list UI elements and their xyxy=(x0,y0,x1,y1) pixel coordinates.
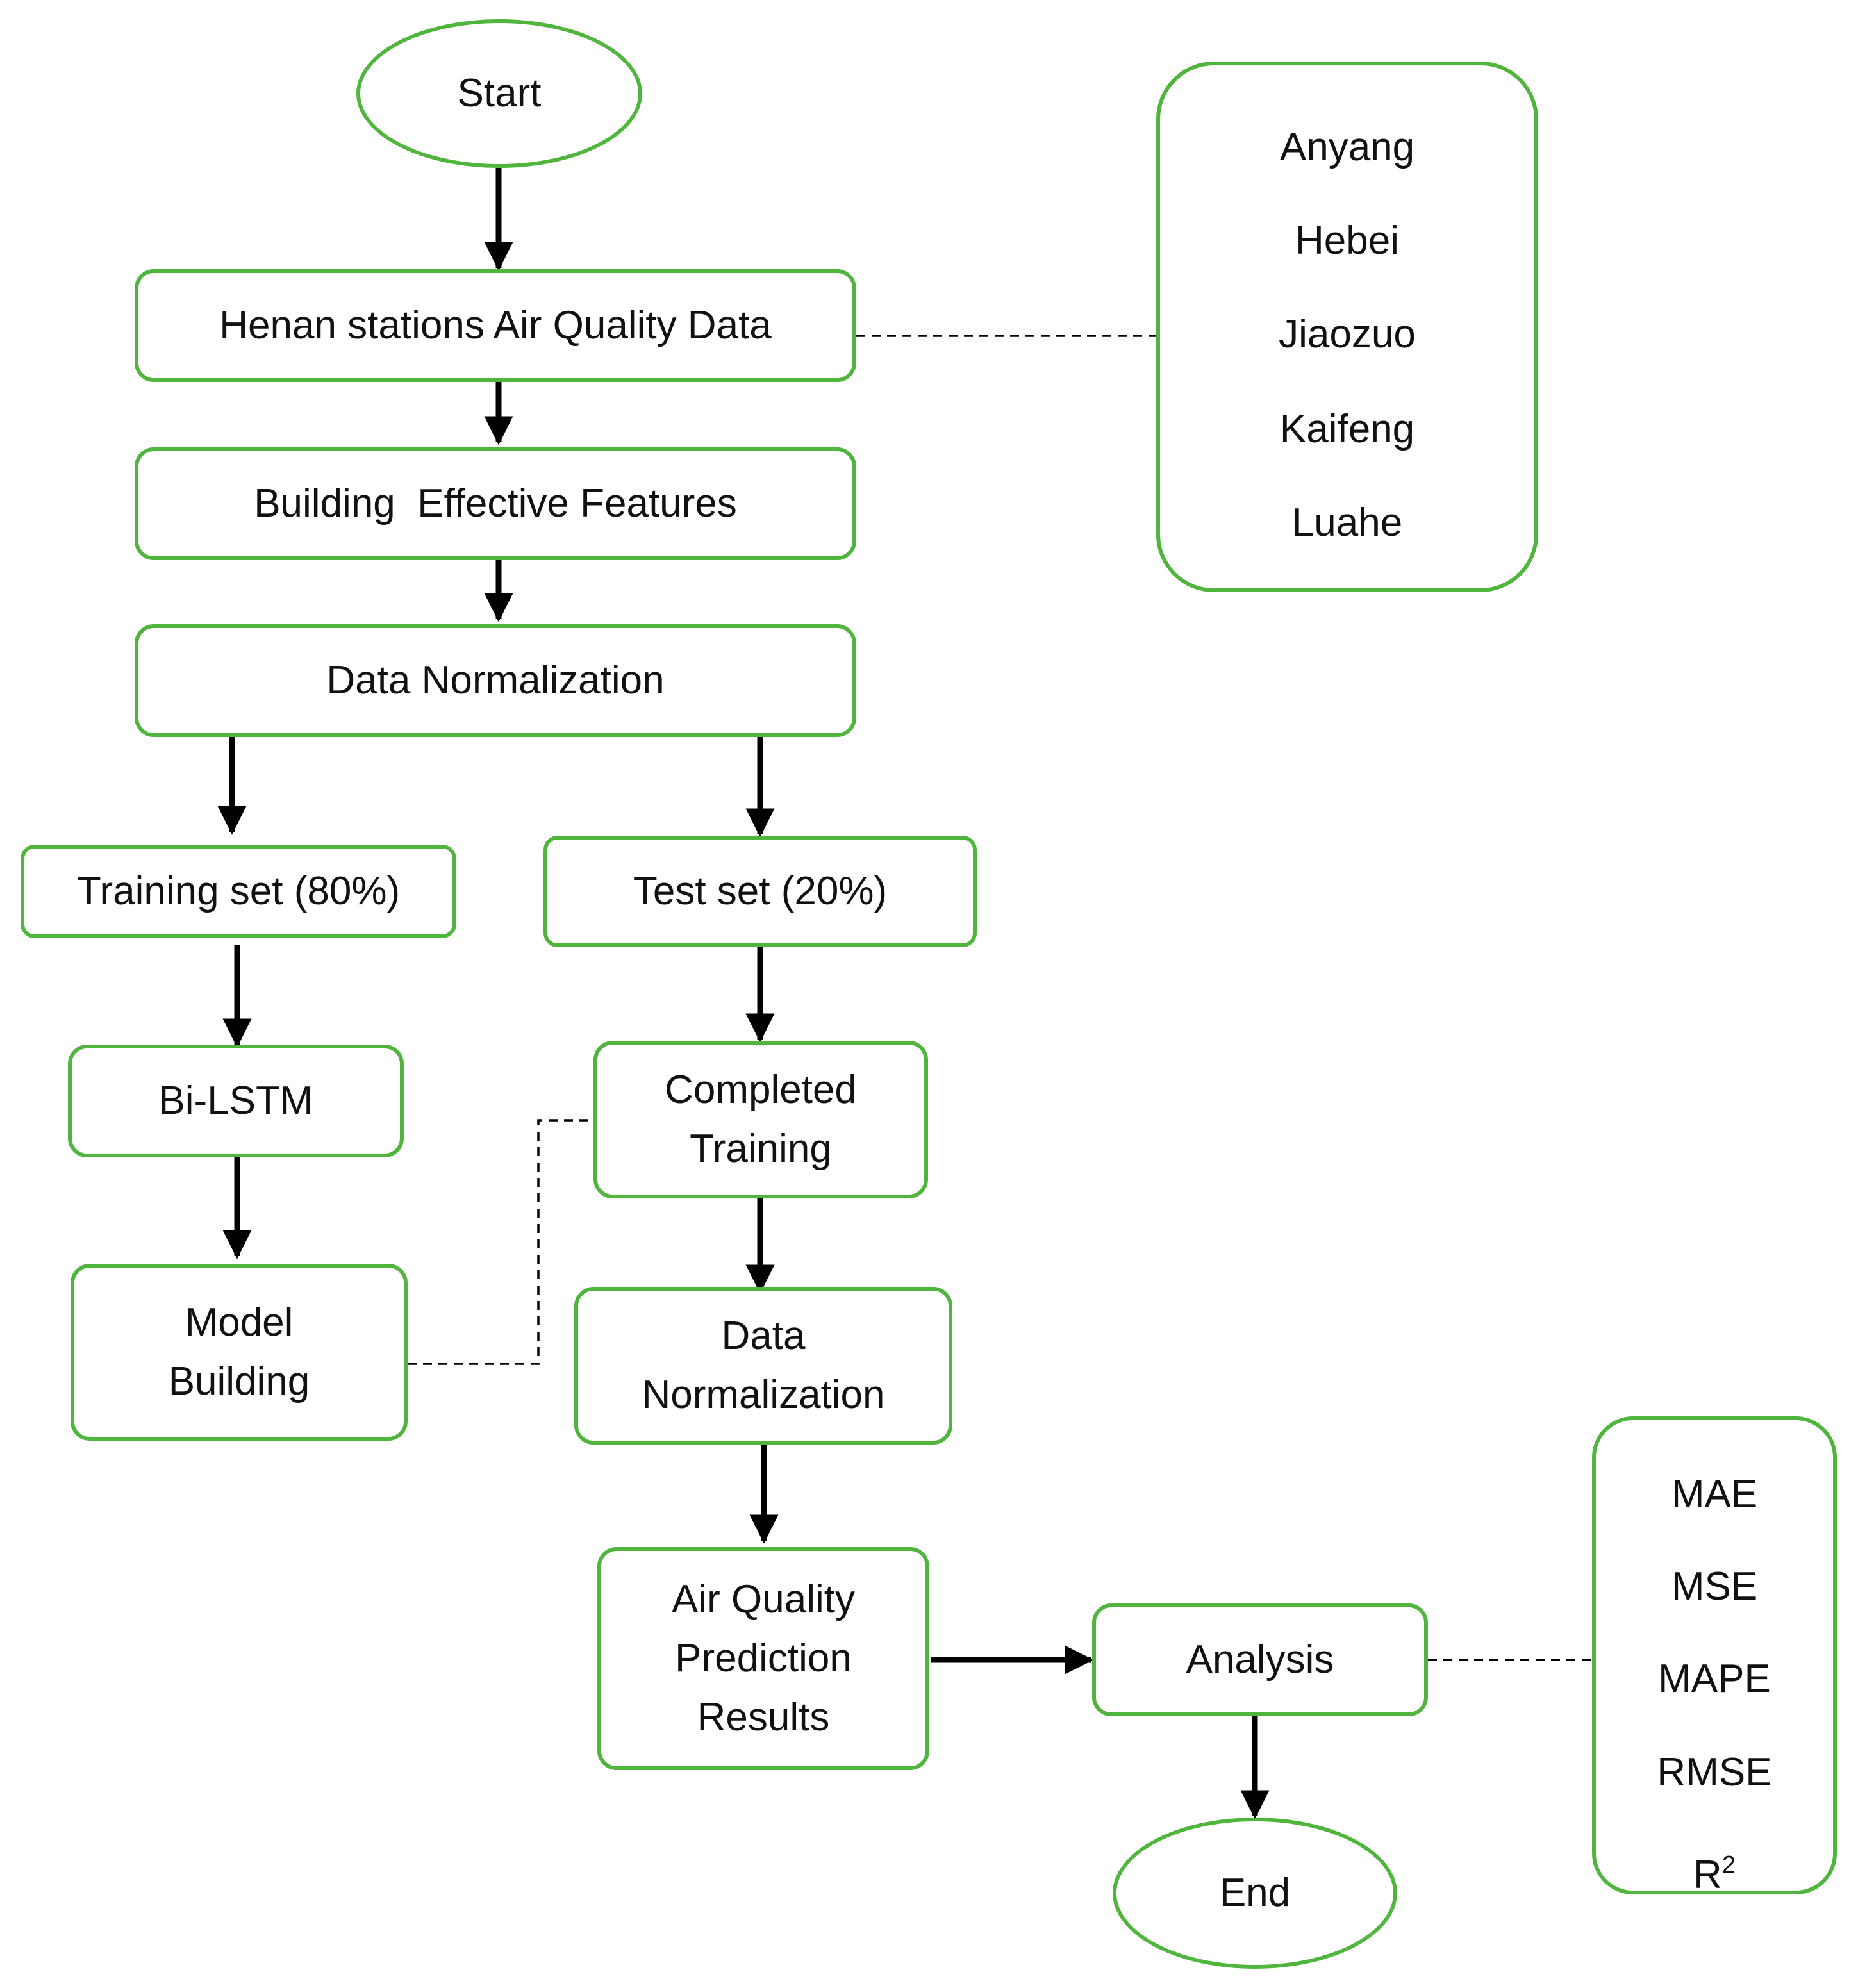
end-label: End xyxy=(1219,1871,1291,1915)
training-set-node: Training set (80%) xyxy=(21,845,456,938)
normalization-bottom-line-1: Data xyxy=(721,1314,806,1358)
model-building-node: Model Building xyxy=(71,1264,408,1441)
henan-data-node: Henan stations Air Quality Data xyxy=(135,269,856,382)
normalization-bottom-node: Data Normalization xyxy=(574,1287,952,1445)
station-item: Kaifeng xyxy=(1279,407,1415,451)
r2-superscript: 2 xyxy=(1721,1851,1736,1878)
end-node: End xyxy=(1113,1818,1397,1969)
analysis-node: Analysis xyxy=(1092,1603,1428,1716)
normalization-top-node: Data Normalization xyxy=(135,624,856,737)
metric-item: MAE xyxy=(1671,1472,1758,1516)
metric-item: MAPE xyxy=(1658,1657,1771,1701)
station-item: Luahe xyxy=(1291,501,1403,545)
features-label: Building Effective Features xyxy=(254,481,737,526)
normalization-bottom-line-2: Normalization xyxy=(642,1373,885,1417)
station-item: Jiaozuo xyxy=(1279,312,1416,356)
completed-training-line-2: Training xyxy=(690,1127,832,1171)
prediction-results-line-3: Results xyxy=(697,1695,830,1739)
model-building-line-2: Building xyxy=(168,1359,310,1404)
prediction-results-line-1: Air Quality xyxy=(672,1577,855,1621)
metric-item: MSE xyxy=(1671,1564,1758,1609)
start-label: Start xyxy=(457,71,542,115)
analysis-label: Analysis xyxy=(1186,1637,1334,1682)
features-node: Building Effective Features xyxy=(135,447,856,560)
normalization-top-label: Data Normalization xyxy=(326,658,665,702)
metrics-list: MAE MSE MAPE RMSE R2 xyxy=(1592,1416,1837,1897)
completed-training-line-1: Completed xyxy=(665,1068,857,1112)
metric-item-r2: R2 xyxy=(1596,1839,1833,1901)
prediction-results-line-2: Prediction xyxy=(675,1636,852,1680)
training-set-label: Training set (80%) xyxy=(76,869,401,913)
bilstm-node: Bi-LSTM xyxy=(68,1045,404,1157)
completed-training-node: Completed Training xyxy=(593,1041,928,1198)
model-building-line-1: Model xyxy=(185,1300,294,1345)
r2-base: R xyxy=(1693,1853,1722,1897)
test-set-node: Test set (20%) xyxy=(543,836,977,947)
test-set-label: Test set (20%) xyxy=(633,869,888,913)
start-node: Start xyxy=(356,19,642,168)
prediction-results-node: Air Quality Prediction Results xyxy=(597,1547,929,1770)
stations-list: Anyang Hebei Jiaozuo Kaifeng Luahe xyxy=(1156,62,1538,592)
henan-data-label: Henan stations Air Quality Data xyxy=(219,303,772,347)
station-item: Hebei xyxy=(1295,219,1399,263)
bilstm-label: Bi-LSTM xyxy=(158,1079,313,1123)
station-item: Anyang xyxy=(1279,125,1415,169)
metric-item: RMSE xyxy=(1657,1750,1772,1794)
dashed-link-model-to-completed xyxy=(408,1119,593,1365)
